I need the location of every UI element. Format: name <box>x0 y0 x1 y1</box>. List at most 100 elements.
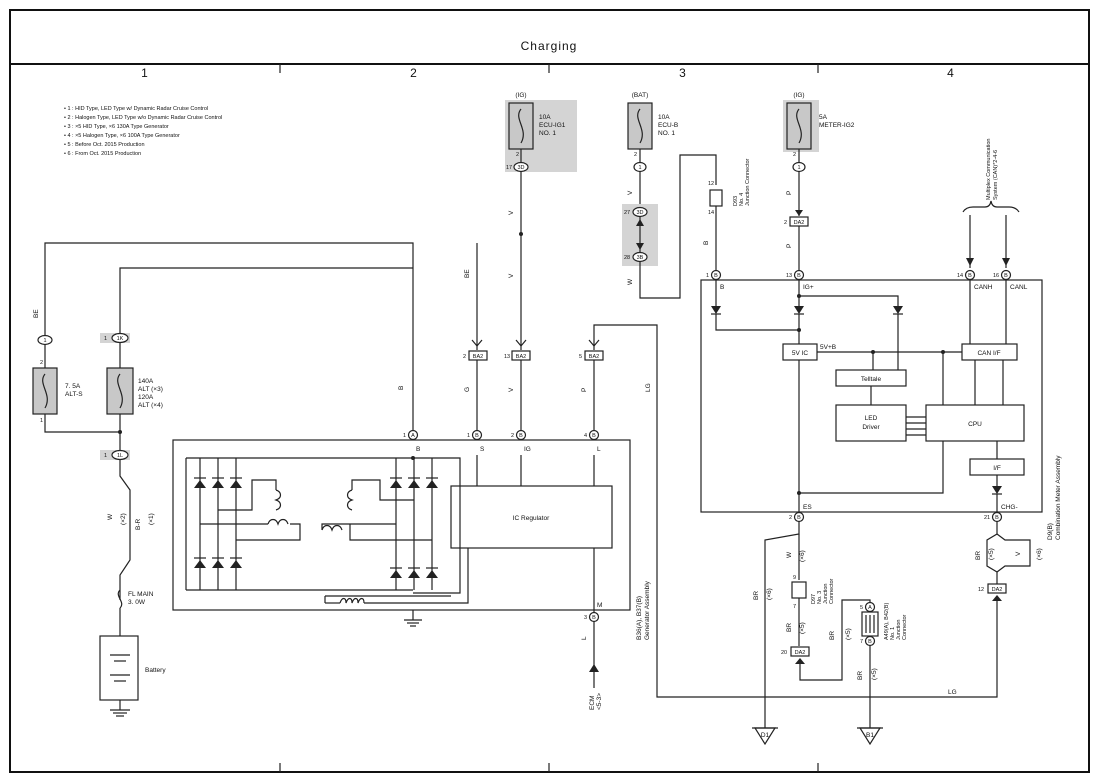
svg-text:W: W <box>786 551 793 558</box>
svg-text:B: B <box>592 433 596 439</box>
svg-text:Driver: Driver <box>862 424 880 431</box>
svg-text:14: 14 <box>957 273 963 279</box>
svg-text:DA2: DA2 <box>795 650 806 656</box>
svg-text:1: 1 <box>797 165 800 171</box>
svg-text:B: B <box>1004 273 1008 279</box>
svg-text:1: 1 <box>40 418 43 424</box>
svg-text:A49(A), B42(B): A49(A), B42(B) <box>884 603 890 640</box>
svg-text:12: 12 <box>708 181 714 187</box>
svg-text:20: 20 <box>781 650 787 656</box>
svg-text:Telltale: Telltale <box>861 376 882 383</box>
svg-text:3D: 3D <box>517 165 524 171</box>
svg-text:16: 16 <box>993 273 999 279</box>
wire-color-be: BE <box>33 309 40 318</box>
junction-d93 <box>709 189 723 207</box>
svg-text:ECU-B: ECU-B <box>658 122 678 129</box>
svg-text:ALT-S: ALT-S <box>65 391 83 398</box>
generator-name: Generator Assembly <box>644 580 651 640</box>
svg-text:B: B <box>968 273 972 279</box>
svg-text:L: L <box>597 446 601 453</box>
svg-text:13: 13 <box>786 273 792 279</box>
svg-text:<5-3>: <5-3> <box>596 693 603 710</box>
generator-assembly: A 1 B 1 B 2 B 4 B S IG L IC Regulator <box>172 429 651 710</box>
svg-text:1L: 1L <box>117 453 123 459</box>
svg-text:(BAT): (BAT) <box>632 92 649 99</box>
column-label-3: 3 <box>679 66 687 80</box>
svg-text:Junction Connector: Junction Connector <box>745 158 751 206</box>
svg-text:3: 3 <box>584 615 587 621</box>
svg-text:V: V <box>508 387 515 392</box>
svg-text:B: B <box>475 433 479 439</box>
svg-text:B: B <box>995 515 999 521</box>
svg-text:No. 4: No. 4 <box>739 193 745 206</box>
svg-text:P: P <box>581 388 588 392</box>
svg-text:(×1): (×1) <box>148 513 155 525</box>
svg-text:2: 2 <box>516 152 519 158</box>
svg-text:2: 2 <box>784 220 787 226</box>
wire-l-terminal: BA2 5 P LG LG <box>579 324 998 698</box>
svg-text:(IG): (IG) <box>793 92 804 99</box>
svg-text:B: B <box>398 386 405 390</box>
svg-text:G: G <box>464 387 471 392</box>
svg-text:M: M <box>597 602 602 609</box>
connector-1 <box>633 161 647 173</box>
svg-text:1: 1 <box>706 273 709 279</box>
note-line: • 6 : From Oct. 2015 Production <box>64 151 141 157</box>
svg-text:(×5): (×5) <box>871 668 878 680</box>
rectifier-bridge-right <box>321 456 438 590</box>
svg-text:CANL: CANL <box>1010 284 1028 291</box>
svg-text:METER-IG2: METER-IG2 <box>819 122 855 129</box>
svg-text:W: W <box>107 513 114 520</box>
svg-text:ALT (×4): ALT (×4) <box>138 402 163 409</box>
svg-text:ECU-IG1: ECU-IG1 <box>539 122 566 129</box>
svg-text:5: 5 <box>579 354 582 360</box>
connector-3b <box>632 251 648 263</box>
svg-text:V: V <box>1015 551 1022 556</box>
svg-text:5V IC: 5V IC <box>792 350 809 357</box>
svg-text:ES: ES <box>803 504 812 511</box>
svg-text:A: A <box>411 433 415 439</box>
combination-meter-assembly: B 1 B 13 B 14 B 16 B IG+ CANH CANL 5V IC… <box>700 269 1062 540</box>
svg-text:B: B <box>592 615 596 621</box>
junction-d97 <box>791 581 807 599</box>
battery <box>99 635 139 701</box>
svg-text:BE: BE <box>464 269 471 278</box>
svg-text:W: W <box>627 278 634 285</box>
svg-text:V: V <box>508 210 515 215</box>
ecm-label: ECM <box>589 696 596 710</box>
svg-text:B: B <box>797 515 801 521</box>
svg-text:DA2: DA2 <box>992 587 1003 593</box>
svg-text:(IG): (IG) <box>515 92 526 99</box>
connector-1 <box>792 161 806 173</box>
fuse-ecu-b-group: (BAT) 10A ECU-B NO. 1 2 1 V 3D 27 3B 28 … <box>622 92 751 299</box>
block-cpu <box>925 404 1025 442</box>
connector-1l <box>111 449 129 461</box>
svg-text:Connector: Connector <box>902 614 908 640</box>
meter-name: Combination Meter Assembly <box>1055 455 1062 540</box>
wire-s-terminal: BE BA2 2 G <box>463 243 488 430</box>
svg-text:FL MAIN: FL MAIN <box>128 591 154 598</box>
svg-text:CHG-: CHG- <box>1001 504 1018 511</box>
svg-text:P: P <box>786 244 793 248</box>
svg-text:140A: 140A <box>138 378 154 385</box>
svg-text:P: P <box>786 191 793 195</box>
svg-text:No. 3: No. 3 <box>817 591 823 604</box>
svg-text:(×5): (×5) <box>845 628 852 640</box>
ic-regulator-label: IC Regulator <box>513 515 550 522</box>
svg-text:D1: D1 <box>761 732 770 739</box>
svg-text:I/F: I/F <box>993 465 1001 472</box>
alt-main-circuit: 1K 1 140A ALT (×3) 120A ALT (×4) 1L 1 W … <box>99 267 413 717</box>
svg-text:V: V <box>508 273 515 278</box>
svg-text:(×5): (×5) <box>988 548 995 560</box>
svg-text:1: 1 <box>467 433 470 439</box>
svg-text:BR: BR <box>975 551 982 560</box>
svg-text:No. 1: No. 1 <box>890 627 896 640</box>
svg-text:S: S <box>480 446 485 453</box>
note-line: • 5 : Before Oct. 2015 Production <box>64 142 145 148</box>
column-label-2: 2 <box>410 66 418 80</box>
diagram-title: Charging <box>521 39 578 53</box>
ic-regulator <box>450 485 613 549</box>
svg-text:D93: D93 <box>733 196 739 206</box>
svg-text:5: 5 <box>860 605 863 611</box>
